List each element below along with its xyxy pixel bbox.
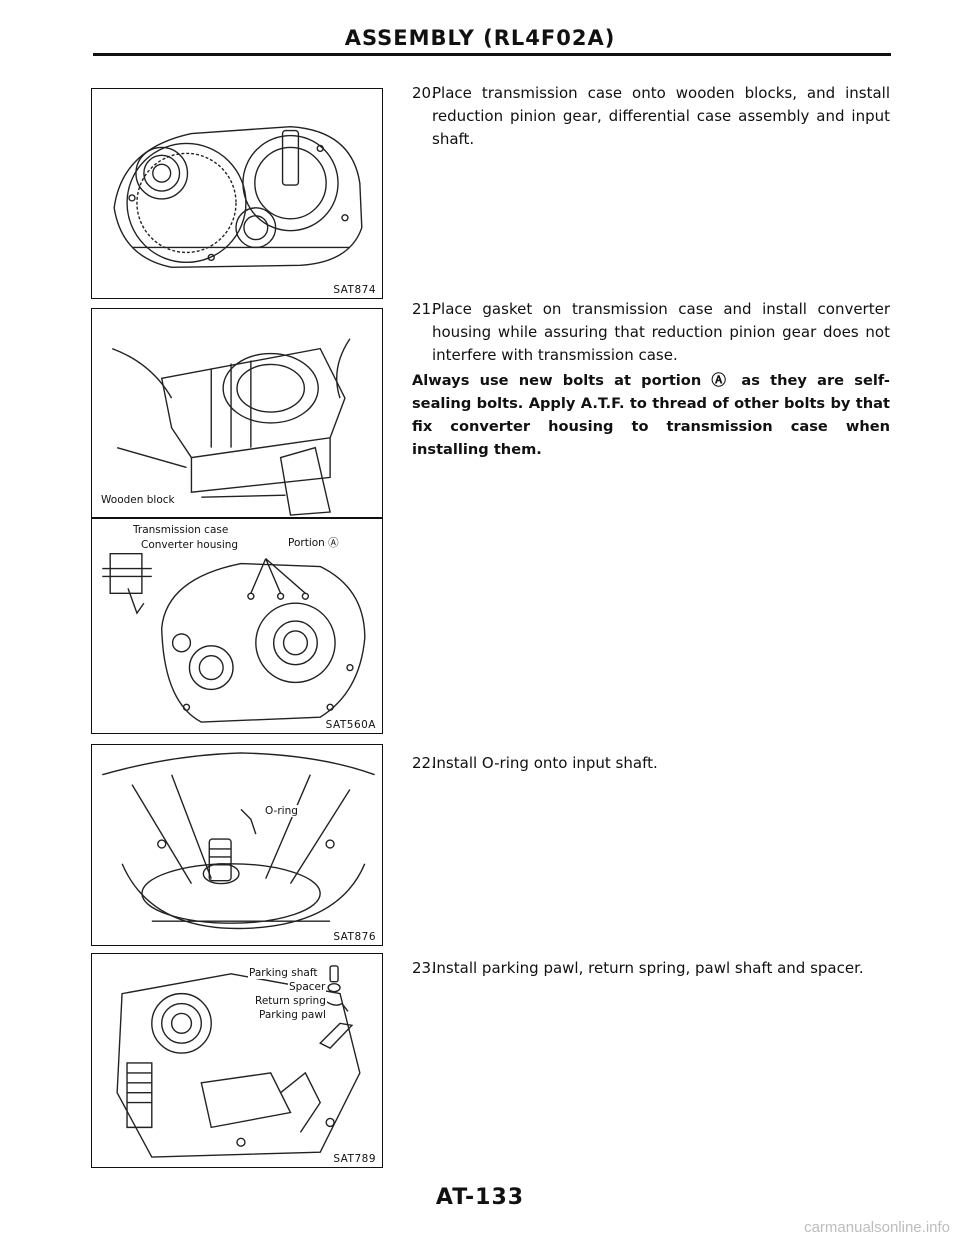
step-22: 22. Install O-ring onto input shaft. <box>412 752 890 775</box>
figure-code: SAT876 <box>331 931 378 943</box>
watermark: carmanualsonline.info <box>804 1219 950 1236</box>
callout-spacer: Spacer <box>288 981 327 993</box>
step-text: Install parking pawl, return spring, paw… <box>432 959 864 977</box>
figure-code: SAT789 <box>331 1153 378 1165</box>
figure-sat789: Parking shaft Spacer Return spring Parki… <box>91 953 383 1168</box>
step-23: 23. Install parking pawl, return spring,… <box>412 957 890 980</box>
figure-wooden-block-illustration <box>111 338 351 516</box>
figure-sat560a-illustration <box>102 552 366 723</box>
figure-code: SAT560A <box>323 719 378 731</box>
warning-note: Always use new bolts at portion Ⓐ as the… <box>412 372 890 458</box>
figure-sat789-illustration <box>116 965 361 1158</box>
figure-sat560a: Transmission case Converter housing Port… <box>91 518 383 734</box>
callout-portion-a: Portion Ⓐ <box>287 535 340 550</box>
callout-converter-housing: Converter housing <box>140 539 240 551</box>
figure-sat874-illustration <box>113 125 363 268</box>
callout-parking-pawl: Parking pawl <box>258 1009 327 1021</box>
figure-code: SAT874 <box>331 284 378 296</box>
figure-sat876-illustration <box>102 752 375 930</box>
step-text: Place transmission case onto wooden bloc… <box>432 84 890 148</box>
callout-o-ring: O-ring <box>264 805 299 817</box>
callout-transmission-case: Transmission case <box>132 524 230 536</box>
figure-sat874: SAT874 <box>91 88 383 299</box>
header-rule <box>93 53 891 56</box>
figure-wooden-block: Wooden block <box>91 308 383 518</box>
page-number: AT-133 <box>435 1185 525 1210</box>
step-text: Install O-ring onto input shaft. <box>432 754 658 772</box>
callout-parking-shaft: Parking shaft <box>248 967 319 979</box>
step-text: Place gasket on transmission case and in… <box>432 300 890 364</box>
step-number: 23. <box>412 959 436 977</box>
step-20: 20. Place transmission case onto wooden … <box>412 82 890 151</box>
step-number: 21. <box>412 300 436 318</box>
step-number: 20. <box>412 84 436 102</box>
callout-return-spring: Return spring <box>254 995 327 1007</box>
callout-wooden-block: Wooden block <box>100 494 176 506</box>
page-title: ASSEMBLY (RL4F02A) <box>344 26 616 50</box>
step-21: 21. Place gasket on transmission case an… <box>412 298 890 367</box>
step-number: 22. <box>412 754 436 772</box>
figure-sat876: O-ring SAT876 <box>91 744 383 946</box>
